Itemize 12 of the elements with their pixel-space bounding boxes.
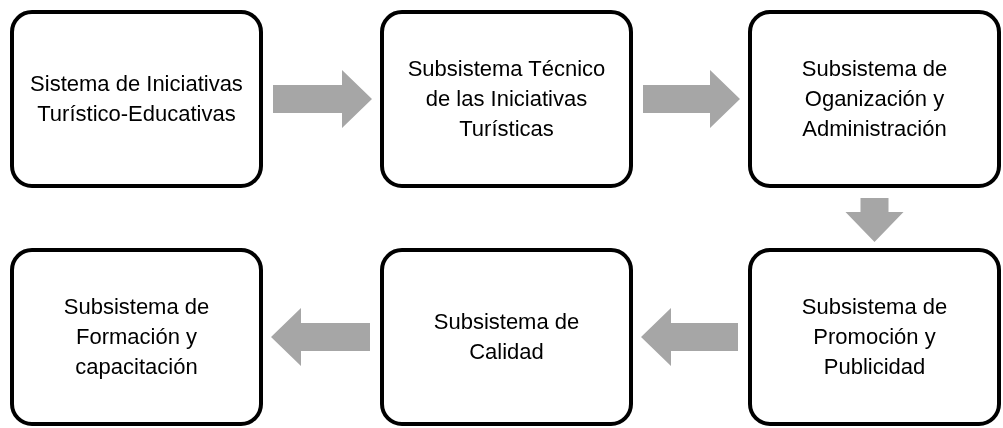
process-box — [748, 248, 1001, 426]
box-label: Subsistema de Oganización y Administración — [800, 55, 949, 143]
box-label: Subsistema Técnico de las Iniciativas Turísticas — [406, 55, 607, 143]
box-label: Sistema de Iniciativas Turístico-Educativas — [29, 70, 244, 128]
process-box — [380, 248, 633, 426]
process-box — [10, 248, 263, 426]
process-box — [10, 10, 263, 188]
box-label: Subsistema de Formación y capacitación — [62, 293, 211, 381]
process-box — [380, 10, 633, 188]
process-box — [748, 10, 1001, 188]
box-label: Subsistema de Promoción y Publicidad — [800, 293, 949, 381]
box-label: Subsistema de Calidad — [432, 308, 581, 366]
